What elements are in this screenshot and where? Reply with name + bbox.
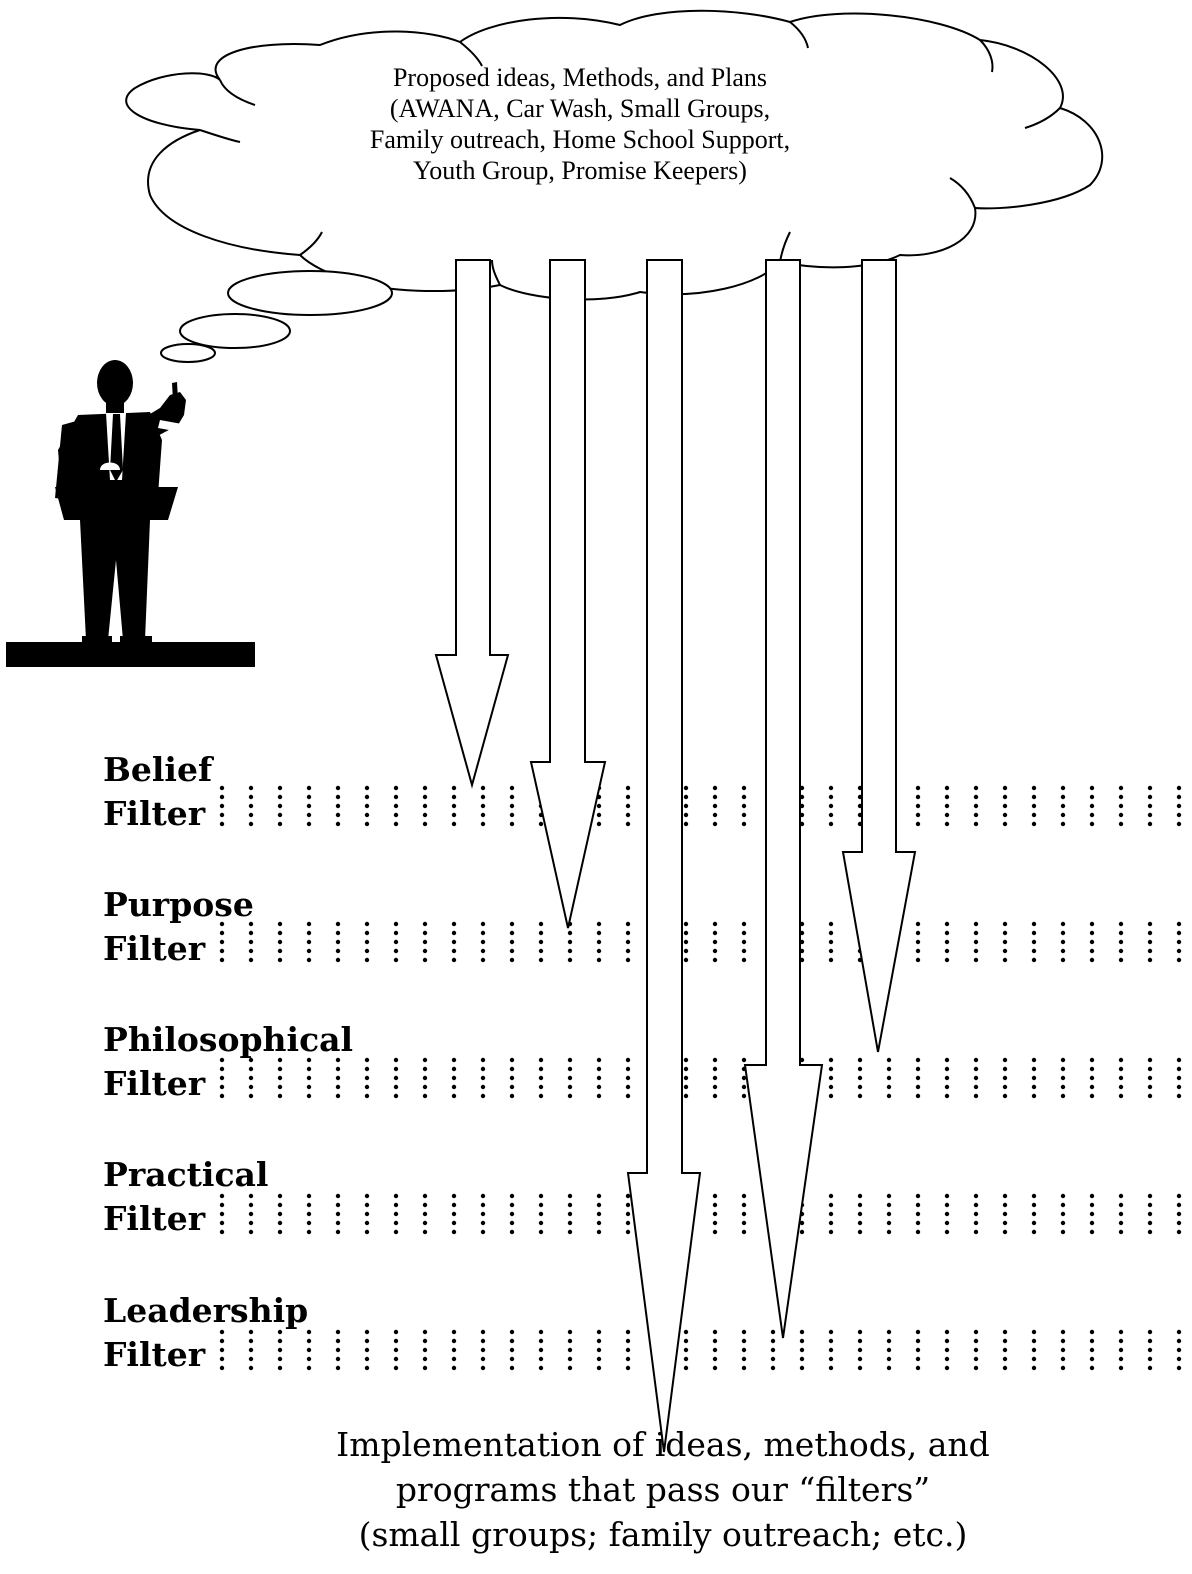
- purpose-filter-label: Purpose Filter: [103, 883, 254, 971]
- implementation-text: Implementation of ideas, methods, and pr…: [300, 1422, 1026, 1557]
- filter-dotted-line-1: [220, 786, 1181, 826]
- arrow-stopped-at-philosophical-filter: [843, 260, 915, 1052]
- cloud-text-line: (AWANA, Car Wash, Small Groups,: [330, 93, 830, 124]
- filter-label-line: Leadership: [103, 1289, 308, 1333]
- cloud-text-line: Proposed ideas, Methods, and Plans: [330, 62, 830, 93]
- cloud-text-line: Family outreach, Home School Support,: [330, 124, 830, 155]
- belief-filter-label: Belief Filter: [103, 748, 212, 836]
- filter-dotted-line-3: [220, 1058, 1181, 1098]
- implementation-line: Implementation of ideas, methods, and: [300, 1422, 1026, 1467]
- filter-label-line: Belief: [103, 748, 212, 792]
- cloud-proposed-ideas-text: Proposed ideas, Methods, and Plans (AWAN…: [330, 62, 830, 186]
- filter-dotted-line-2: [220, 922, 1181, 962]
- arrow-stopped-at-belief-filter: [436, 260, 508, 785]
- filter-label-line: Filter: [103, 1062, 353, 1106]
- practical-filter-label: Practical Filter: [103, 1153, 268, 1241]
- arrow-stopped-at-purpose-filter: [531, 260, 605, 928]
- leadership-filter-label: Leadership Filter: [103, 1289, 308, 1377]
- thought-bubbles: [161, 271, 392, 362]
- filter-dotted-line-5: [220, 1330, 1181, 1370]
- filter-label-line: Philosophical: [103, 1018, 353, 1062]
- philosophical-filter-label: Philosophical Filter: [103, 1018, 353, 1106]
- filter-dotted-lines: [220, 786, 1181, 1370]
- filter-label-line: Practical: [103, 1153, 268, 1197]
- thought-bubble-medium: [180, 314, 290, 348]
- filter-label-line: Filter: [103, 792, 212, 836]
- speaker-at-podium-icon: [6, 360, 255, 667]
- cloud-text-line: Youth Group, Promise Keepers): [330, 155, 830, 186]
- thought-bubble-large: [228, 271, 392, 315]
- thought-bubble-small: [161, 344, 215, 362]
- filter-label-line: Filter: [103, 927, 254, 971]
- arrow-passing-all-filters: [628, 260, 700, 1452]
- idea-arrows: [436, 260, 915, 1452]
- filter-label-line: Purpose: [103, 883, 254, 927]
- implementation-line: (small groups; family outreach; etc.): [300, 1512, 1026, 1557]
- filter-label-line: Filter: [103, 1333, 308, 1377]
- implementation-line: programs that pass our “filters”: [300, 1467, 1026, 1512]
- filter-dotted-line-4: [220, 1194, 1181, 1234]
- filter-label-line: Filter: [103, 1197, 268, 1241]
- arrow-stopped-at-leadership-filter: [745, 260, 822, 1338]
